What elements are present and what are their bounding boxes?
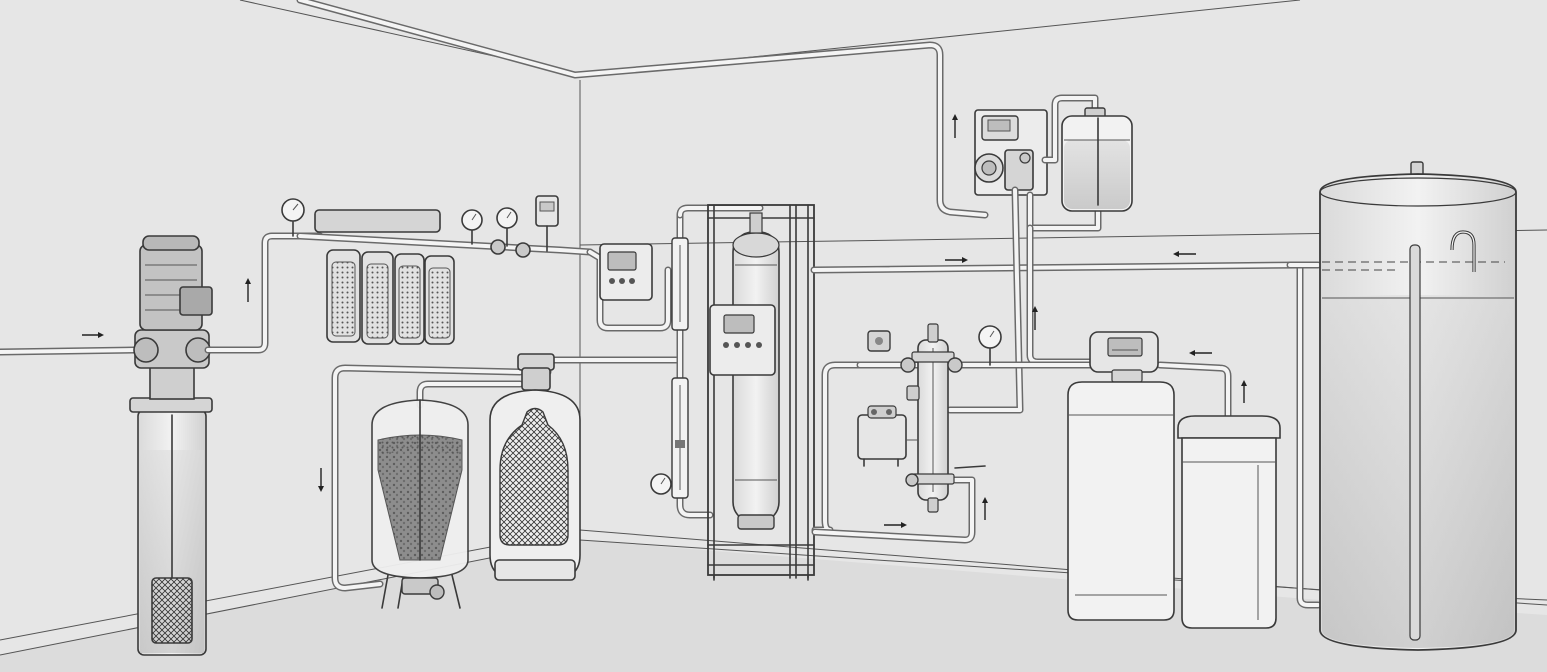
cartridge-1	[326, 249, 361, 343]
pressure-gauge-icon	[978, 325, 1002, 366]
arrow-up-icon	[1032, 306, 1038, 330]
dosing-station	[946, 94, 1133, 414]
arrow-down-icon	[318, 468, 324, 492]
storage-tank	[1319, 161, 1517, 651]
well-pump	[129, 235, 213, 656]
flow-controller	[586, 243, 672, 332]
softener-cabinet	[1067, 381, 1175, 621]
membrane-vessel	[732, 231, 780, 523]
controller-display	[607, 251, 637, 271]
arrow-up-icon	[245, 278, 251, 302]
chemical-tank	[1061, 107, 1133, 212]
arrow-right-icon	[945, 257, 968, 263]
brine-tank	[1177, 415, 1281, 629]
arrow-left-icon	[1173, 251, 1196, 257]
floor	[0, 540, 1547, 672]
uv-sterilizer	[811, 323, 1094, 544]
valve-icon	[867, 330, 986, 487]
pressure-switch-icon	[535, 195, 559, 252]
storage-feed-pipe	[1286, 261, 1322, 609]
pressure-gauge-icon	[461, 209, 483, 245]
cartridge-2	[361, 251, 394, 345]
ro-membrane-skid	[707, 204, 1304, 581]
pump-strainer	[151, 577, 193, 644]
flow-meter	[650, 204, 764, 519]
arrow-up-icon	[1241, 380, 1247, 403]
cartridge-filter-housing	[281, 195, 594, 345]
pressure-gauge-icon	[496, 207, 518, 247]
softener-display	[1107, 337, 1143, 357]
pressure-gauge-icon	[650, 473, 672, 495]
pressure-gauge-icon	[281, 198, 305, 237]
water-softener	[1067, 331, 1232, 621]
arrow-left-icon	[1189, 350, 1212, 356]
multimedia-filter-tank	[371, 399, 469, 609]
cartridge-3	[394, 253, 425, 345]
arrow-up-icon	[952, 114, 958, 138]
arrow-right-icon	[82, 332, 104, 338]
arrow-up-icon	[982, 497, 988, 520]
pump-junction-box	[179, 286, 213, 316]
control-panel-display	[723, 314, 755, 334]
uv-ballast	[857, 385, 920, 467]
inlet-pipe	[0, 346, 139, 356]
filter-mount-bracket	[314, 209, 441, 233]
skid-frame	[707, 204, 815, 576]
carbon-media-bag	[499, 407, 569, 546]
pump-outlet-pipe	[204, 232, 324, 354]
flow-arrows	[82, 114, 1247, 528]
carbon-filter-tank	[489, 353, 581, 581]
ceiling-pipe	[296, 0, 989, 219]
cartridge-4	[424, 255, 455, 345]
dosing-pump	[974, 149, 1034, 191]
valve-icon	[490, 239, 531, 258]
arrow-right-icon	[884, 522, 907, 528]
